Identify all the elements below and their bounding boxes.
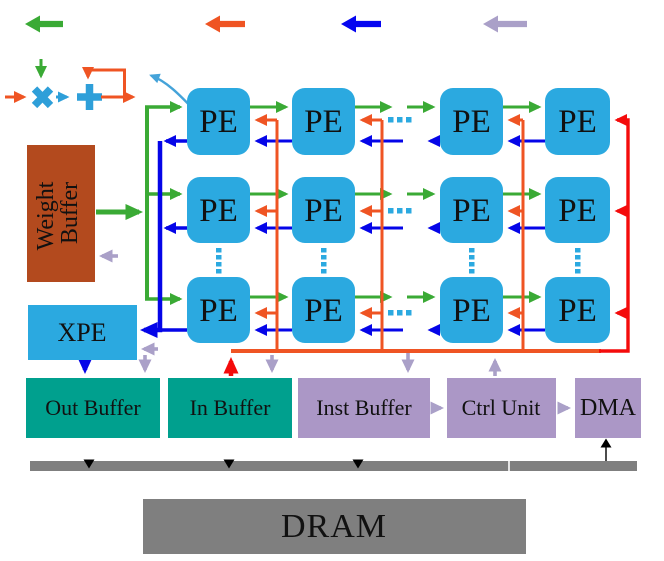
result-collection-network xyxy=(77,135,545,374)
ctrl-unit-block: Ctrl Unit xyxy=(447,378,556,438)
xpe-block: XPE xyxy=(28,305,137,360)
dma-label: DMA xyxy=(580,395,637,421)
dram-block: DRAM xyxy=(143,499,526,554)
out-buffer-label: Out Buffer xyxy=(45,395,141,420)
in-buffer-block: In Buffer xyxy=(168,378,292,438)
pe-box xyxy=(440,277,503,343)
pe-label: PE xyxy=(304,104,343,140)
pe-box xyxy=(187,177,250,243)
in-buffer-label: In Buffer xyxy=(190,395,272,420)
pe-label: PE xyxy=(558,293,597,329)
pe-label: PE xyxy=(452,104,491,140)
outbuffer-bus-arrowhead xyxy=(83,459,95,469)
inst-buffer-label: Inst Buffer xyxy=(316,395,412,420)
inst-buffer-block: Inst Buffer xyxy=(298,378,430,438)
legend-gray-arrow-icon xyxy=(483,15,527,33)
pe-box xyxy=(440,177,503,243)
pe-label: PE xyxy=(452,293,491,329)
legend-green-arrow-icon xyxy=(25,15,63,33)
legend xyxy=(25,15,527,33)
mac-accumulate-loop-arrow xyxy=(82,67,126,96)
input-feed-network xyxy=(223,114,630,376)
weight-buffer-block: Weight Buffer xyxy=(27,145,95,282)
inbuffer-bus-arrowhead xyxy=(223,459,235,469)
out-buffer-block: Out Buffer xyxy=(26,378,160,438)
pe-box xyxy=(545,277,610,343)
pe-label: PE xyxy=(199,293,238,329)
col-ellipsis-icon xyxy=(388,117,412,316)
bus-to-dma-arrowhead xyxy=(600,438,612,448)
instruction-network xyxy=(99,249,571,415)
pe-box xyxy=(292,88,355,155)
pe-array: PE PE PE PE PE PE PE PE PE PE PE PE xyxy=(187,88,610,343)
plus-icon xyxy=(77,84,102,110)
multiply-icon xyxy=(31,86,54,109)
ctrl-unit-label: Ctrl Unit xyxy=(462,395,541,420)
blue-vertical-bus xyxy=(140,141,163,338)
pe-label: PE xyxy=(304,293,343,329)
red-right-bus xyxy=(599,114,630,353)
buffer-row: Out Buffer In Buffer Inst Buffer Ctrl Un… xyxy=(26,378,641,438)
xpe-label: XPE xyxy=(57,318,106,347)
pe-box xyxy=(292,277,355,343)
legend-orange-arrow-icon xyxy=(205,15,245,33)
pe-label: PE xyxy=(304,193,343,229)
pe-box xyxy=(187,277,250,343)
legend-blue-arrow-icon xyxy=(341,15,381,33)
system-bus xyxy=(30,438,637,471)
pe-label: PE xyxy=(199,104,238,140)
pe-label: PE xyxy=(558,193,597,229)
weight-distribution-network xyxy=(96,101,542,305)
pe-box xyxy=(545,88,610,155)
pe-box xyxy=(187,88,250,155)
row-ellipsis-icon xyxy=(216,248,581,274)
pe-box xyxy=(440,88,503,155)
instbuffer-bus-arrowhead xyxy=(352,459,364,469)
bus-bar xyxy=(30,461,637,471)
pe-label: PE xyxy=(558,104,597,140)
pe-box xyxy=(545,177,610,243)
weight-buffer-label: Weight Buffer xyxy=(33,176,83,251)
dram-label: DRAM xyxy=(281,508,387,545)
dma-block: DMA xyxy=(575,378,641,438)
pe-label: PE xyxy=(199,193,238,229)
pe-label: PE xyxy=(452,193,491,229)
pe-box xyxy=(292,177,355,243)
mac-unit-detail xyxy=(5,59,197,113)
